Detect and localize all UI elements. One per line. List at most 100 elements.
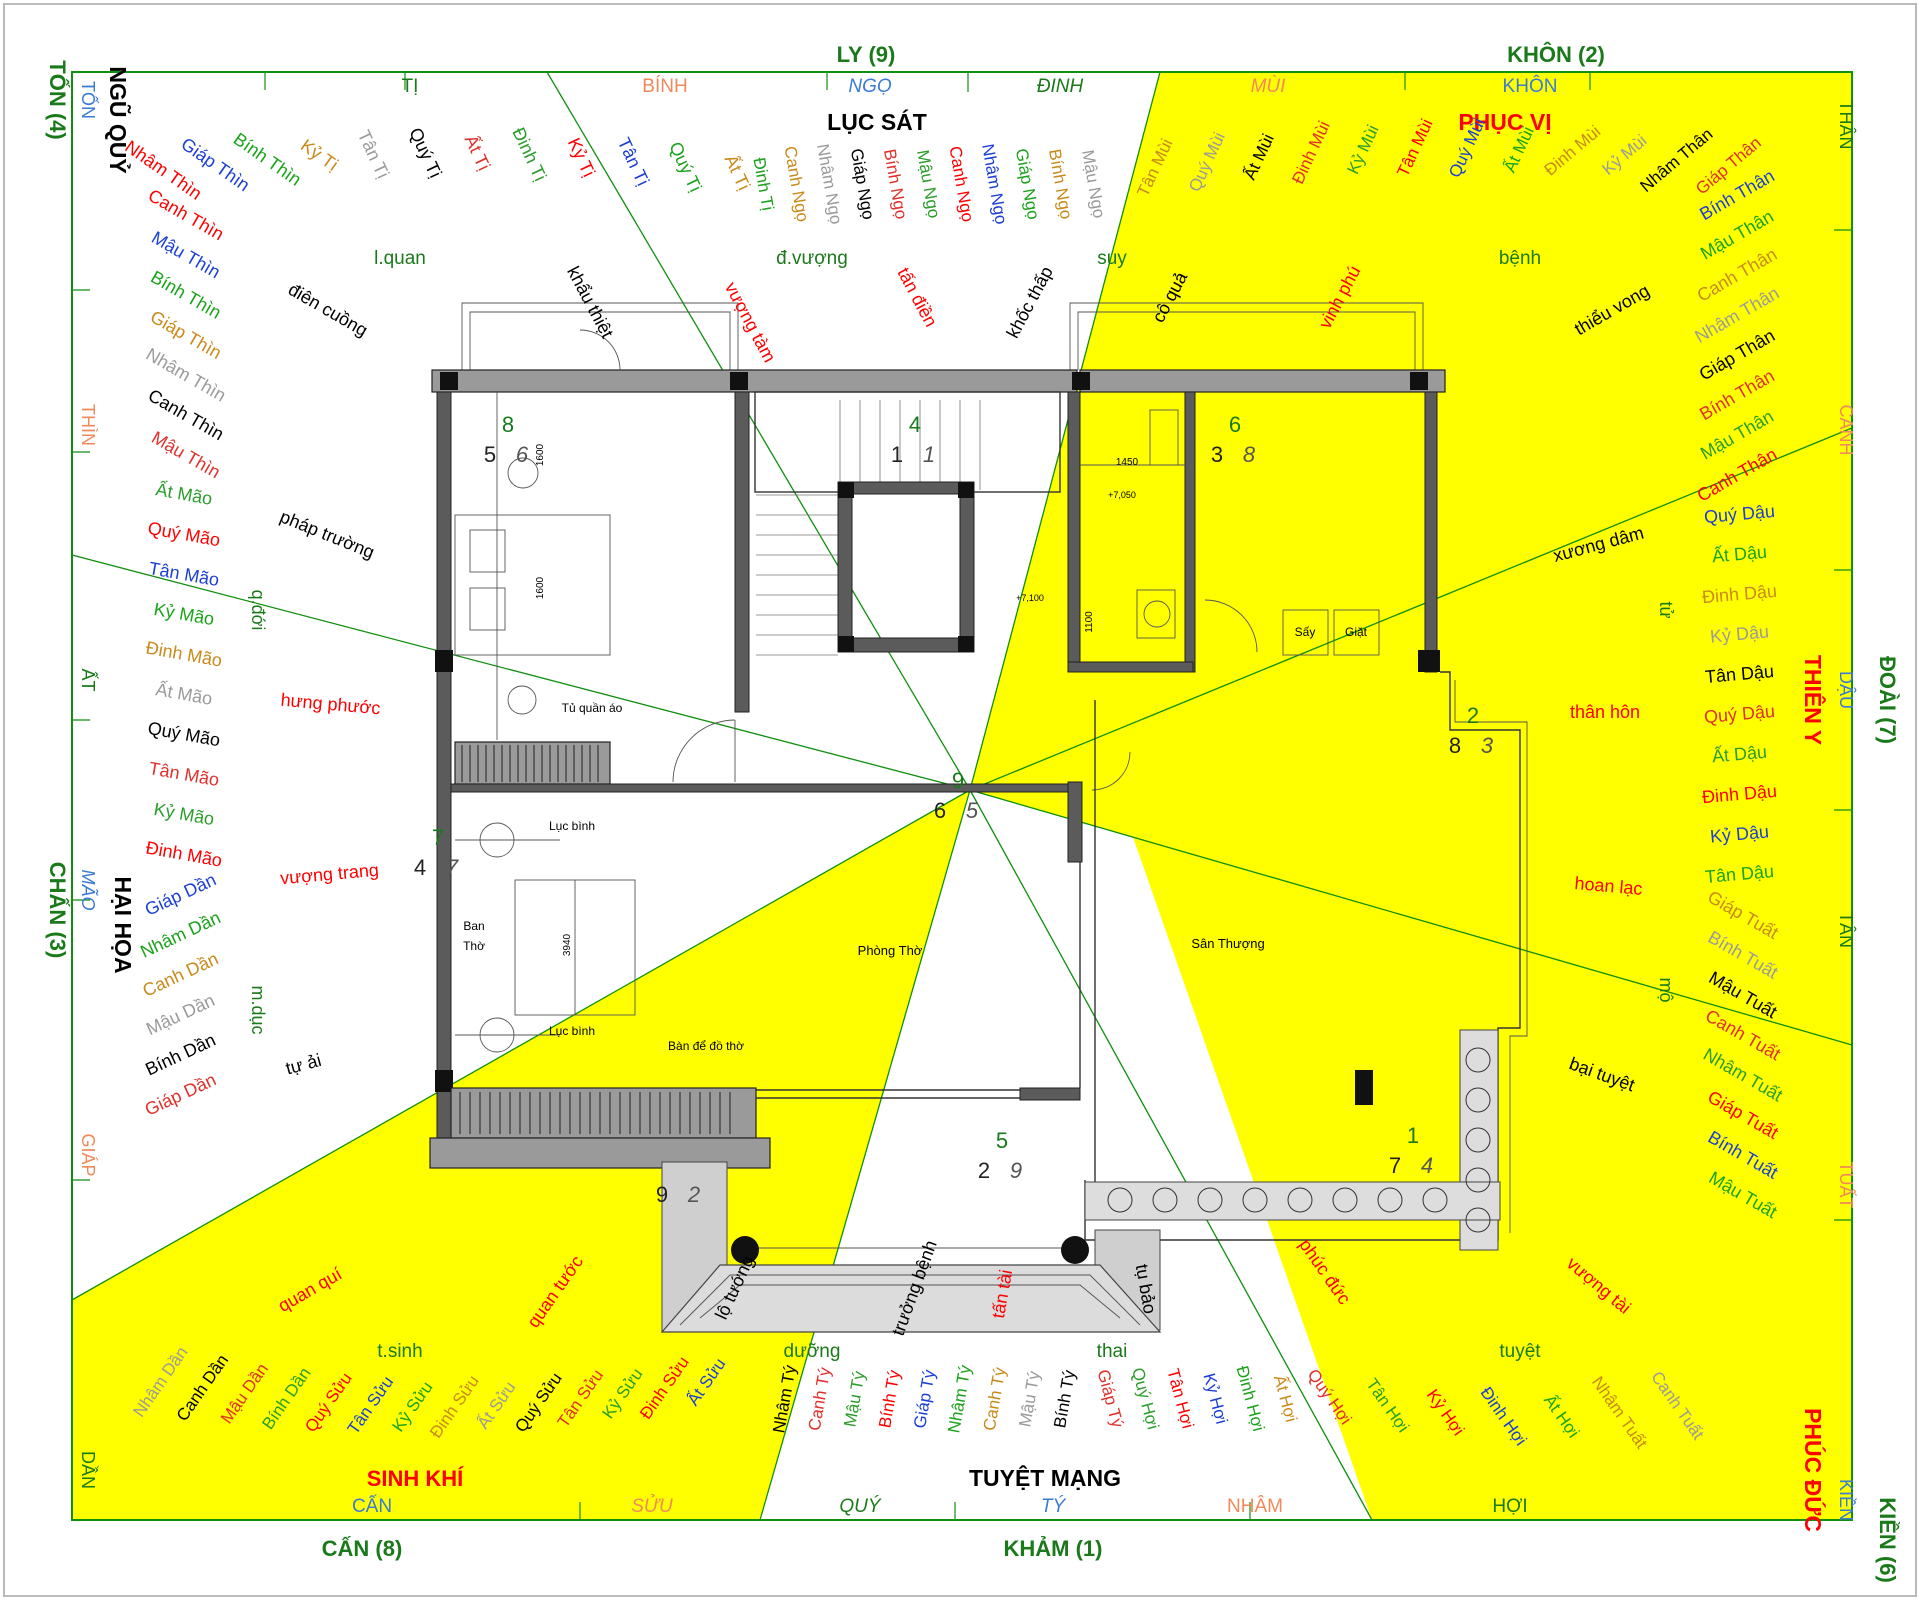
quality-luc-sat: LỤC SÁT (827, 108, 927, 135)
stage-bottom: t.sinh (377, 1341, 422, 1362)
dim-7050: +7,050 (1108, 490, 1136, 500)
mountain-right: CANH (1836, 404, 1856, 455)
flying-star-top: 8 (502, 412, 514, 437)
flying-star-top: 6 (1229, 412, 1241, 437)
flying-star-right: 3 (1481, 733, 1494, 758)
sector-east-yellow (970, 428, 1852, 1045)
flying-star-left: 4 (414, 855, 426, 880)
compass-boundary (71, 71, 1853, 1521)
flying-star-right: 5 (966, 798, 979, 823)
quality-ngu-quy: NGŨ QUỶ (105, 66, 133, 173)
west-wall (436, 391, 452, 1153)
mountain-right: THÂN (1836, 101, 1856, 150)
room-giat: Giặt (1345, 625, 1368, 639)
mountain-bottom: TÝ (1041, 1496, 1067, 1517)
flying-star-left: 5 (484, 442, 496, 467)
flying-star-left: 3 (1211, 442, 1223, 467)
north-wall (431, 369, 1078, 393)
stage-top: bệnh (1499, 248, 1541, 269)
flying-star-right: 2 (687, 1182, 700, 1207)
stage-top: suy (1097, 248, 1127, 269)
boundary-ticks (72, 72, 1852, 1520)
quality-phuc-vi: PHỤC VỊ (1458, 109, 1551, 135)
stage-bottom: tuyệt (1499, 1341, 1541, 1362)
quality-hai-hoa: HẠI HỌA (110, 876, 136, 973)
flying-star-top: 1 (1407, 1123, 1419, 1148)
mountain-left: THÌN (78, 404, 98, 446)
mountain-bottom: HỢI (1492, 1496, 1527, 1517)
quality-tuyet-mang: TUYỆT MẠNG (969, 1464, 1121, 1491)
trigram-kham: KHẢM (1) (1004, 1536, 1103, 1561)
mountain-bottom: SỬU (631, 1495, 673, 1517)
stage-top: l.quan (374, 248, 426, 269)
room-san-thuong: Sân Thượng (1191, 936, 1264, 951)
flying-star-left: 6 (934, 798, 946, 823)
trigram-ton: TỐN (4) (45, 60, 71, 139)
flying-star-right: 4 (1421, 1153, 1433, 1178)
stage-right: mộ (1656, 977, 1676, 1002)
stage-left: q.đới (248, 590, 268, 631)
sector-southeast-yellow (970, 760, 1852, 1520)
flying-star-top: 9 (952, 768, 964, 793)
mountain-left: DẦN (78, 1451, 99, 1489)
mountain-top: TỊ (402, 76, 419, 97)
mountain-right: TUẤT (1836, 1162, 1857, 1209)
stem-right: Ất Dậu (1711, 741, 1768, 767)
room-ban-tho: Ban (463, 919, 484, 933)
stage-bottom: dưỡng (784, 1341, 841, 1362)
stage-bottom: thai (1097, 1341, 1128, 1362)
flying-star-left: 1 (891, 442, 903, 467)
flying-star-left: 9 (656, 1182, 668, 1207)
flying-star-left: 8 (1449, 733, 1461, 758)
flying-star-left: 2 (978, 1158, 990, 1183)
flying-star-left: 7 (1389, 1153, 1401, 1178)
flying-star-right: 8 (1243, 442, 1256, 467)
mountain-bottom: NHÂM (1227, 1495, 1283, 1517)
room-luc-binh: Lục bình (549, 1024, 595, 1038)
room-say: Sấy (1295, 625, 1316, 639)
trigram-chan: CHẤN (3) (45, 862, 70, 959)
dim-1600: 1600 (535, 576, 546, 599)
flying-star-right: 9 (1010, 1158, 1022, 1183)
star-word: thân hôn (1570, 702, 1640, 722)
flying-star-right: 1 (923, 442, 935, 467)
mountain-top: NGỌ (848, 76, 892, 97)
flying-star-top: 5 (996, 1128, 1008, 1153)
wardrobe (454, 741, 611, 785)
north-wall-east (1079, 369, 1446, 393)
dim-1600: 1600 (535, 443, 546, 466)
quality-thien-y: THIÊN Y (1800, 655, 1827, 745)
trigram-ly: LY (9) (837, 42, 896, 67)
stage-left: m.dục (248, 985, 268, 1034)
mountain-right: KIỀN (1836, 1479, 1857, 1521)
mountain-top: ĐINH (1037, 76, 1084, 97)
mountain-left: ẤT (78, 668, 99, 691)
porch-roof (660, 1264, 1162, 1333)
mountain-top: MÙI (1251, 75, 1287, 97)
stage-right: tử (1656, 601, 1676, 618)
flying-star-top: 4 (909, 412, 921, 437)
room-luc-binh: Lục bình (549, 819, 595, 833)
trigram-kien: KIỀN (6) (1875, 1497, 1900, 1583)
room-ban-tho: Thờ (463, 939, 485, 953)
stair-core-west (837, 481, 853, 653)
mountain-left: MÃO (78, 869, 99, 910)
mountain-bottom: QUÝ (839, 1496, 882, 1517)
stage-top: đ.vượng (776, 248, 848, 269)
flying-star-top: 7 (432, 825, 444, 850)
dim-1450: 1450 (1116, 457, 1139, 468)
dim-7100: +7,100 (1016, 593, 1044, 603)
floor-plan (429, 302, 1528, 1333)
flying-star-right: 6 (516, 442, 529, 467)
sector-lines (71, 71, 1853, 1521)
trigram-khon: KHÔN (2) (1507, 42, 1605, 67)
quality-sinh-khi: SINH KHÍ (367, 1466, 464, 1491)
quality-phuc-duc: PHÚC ĐỨC (1800, 1408, 1827, 1532)
mountain-left: TỐN (78, 81, 99, 119)
mountain-left: GIÁP (78, 1133, 98, 1176)
trigram-doai: ĐOÀI (7) (1875, 656, 1900, 744)
stair-core-east (959, 481, 975, 653)
flying-star-top: 2 (1467, 703, 1479, 728)
mountain-top: KHÔN (1503, 75, 1558, 97)
